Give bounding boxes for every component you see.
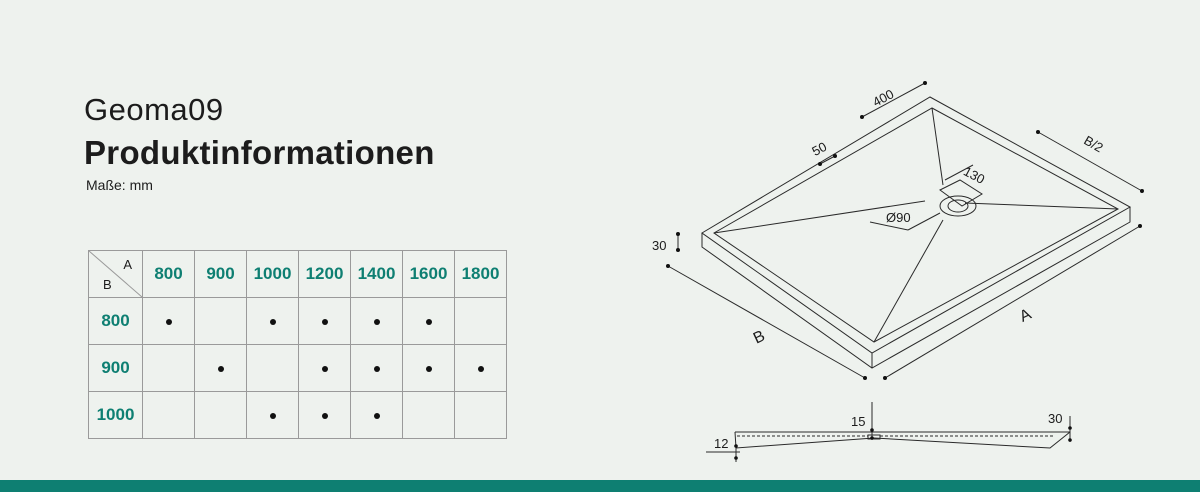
unavailable-cell <box>454 391 507 439</box>
corner-diagonal <box>89 251 142 297</box>
column-header: 1400 <box>350 250 403 298</box>
table-row: 1000 <box>88 391 507 439</box>
dim-30-height: 30 <box>652 238 666 253</box>
availability-dot <box>373 366 380 372</box>
product-title: Geoma09 <box>84 92 224 127</box>
available-cell <box>298 391 351 439</box>
column-header: 1600 <box>402 250 455 298</box>
label-side-a: A <box>1017 306 1034 326</box>
available-cell <box>350 297 403 345</box>
availability-dot <box>425 366 432 372</box>
unavailable-cell <box>194 297 247 345</box>
available-cell <box>350 391 403 439</box>
dim-diameter-90: Ø90 <box>886 210 911 225</box>
table-header-row: A B 800 900 1000 1200 1400 1600 1800 <box>88 250 507 298</box>
unavailable-cell <box>142 391 195 439</box>
section-heading: Produktinformationen <box>84 134 435 171</box>
column-header: 1200 <box>298 250 351 298</box>
unavailable-cell <box>142 344 195 392</box>
column-header: 1800 <box>454 250 507 298</box>
availability-dot <box>321 366 328 372</box>
available-cell <box>298 297 351 345</box>
dim-50: 50 <box>809 139 829 159</box>
table-corner-cell: A B <box>88 250 143 298</box>
row-header: 900 <box>88 344 143 392</box>
unavailable-cell <box>246 344 299 392</box>
corner-label-b: B <box>103 277 112 292</box>
unavailable-cell <box>194 391 247 439</box>
availability-dot <box>165 319 172 325</box>
units-note: Maße: mm <box>86 177 153 193</box>
label-side-b: B <box>751 328 768 348</box>
row-header: 1000 <box>88 391 143 439</box>
available-cell <box>454 344 507 392</box>
dim-400: 400 <box>870 86 896 109</box>
dim-b-half: B/2 <box>1081 133 1105 156</box>
column-header: 900 <box>194 250 247 298</box>
available-cell <box>298 344 351 392</box>
unavailable-cell <box>402 391 455 439</box>
row-header: 800 <box>88 297 143 345</box>
section-dim-12: 12 <box>714 436 728 451</box>
bottom-accent-bar <box>0 480 1200 492</box>
column-header: 800 <box>142 250 195 298</box>
available-cell <box>402 297 455 345</box>
available-cell <box>142 297 195 345</box>
cross-section-profile <box>706 402 1071 462</box>
availability-dot <box>373 413 380 419</box>
corner-label-a: A <box>123 257 132 272</box>
shower-tray-diagram: 400 50 B/2 130 Ø90 30 B A 15 30 12 <box>652 81 1144 462</box>
available-cell <box>402 344 455 392</box>
tray-edge-front <box>701 207 1131 369</box>
table-row: 900 <box>88 344 507 392</box>
availability-dot <box>217 366 224 372</box>
availability-dot <box>477 366 484 372</box>
table-row: 800 <box>88 297 507 345</box>
availability-dot <box>321 319 328 325</box>
available-cell <box>350 344 403 392</box>
section-dim-15: 15 <box>851 414 865 429</box>
availability-dot <box>425 319 432 325</box>
column-header: 1000 <box>246 250 299 298</box>
unavailable-cell <box>454 297 507 345</box>
available-cell <box>246 297 299 345</box>
available-cell <box>194 344 247 392</box>
available-cell <box>246 391 299 439</box>
availability-dot <box>373 319 380 325</box>
availability-dot <box>269 319 276 325</box>
drain-circle <box>939 195 977 217</box>
section-dim-30: 30 <box>1048 411 1062 426</box>
availability-dot <box>269 413 276 419</box>
size-matrix-table: A B 800 900 1000 1200 1400 1600 1800 800… <box>88 250 507 439</box>
availability-dot <box>321 413 328 419</box>
